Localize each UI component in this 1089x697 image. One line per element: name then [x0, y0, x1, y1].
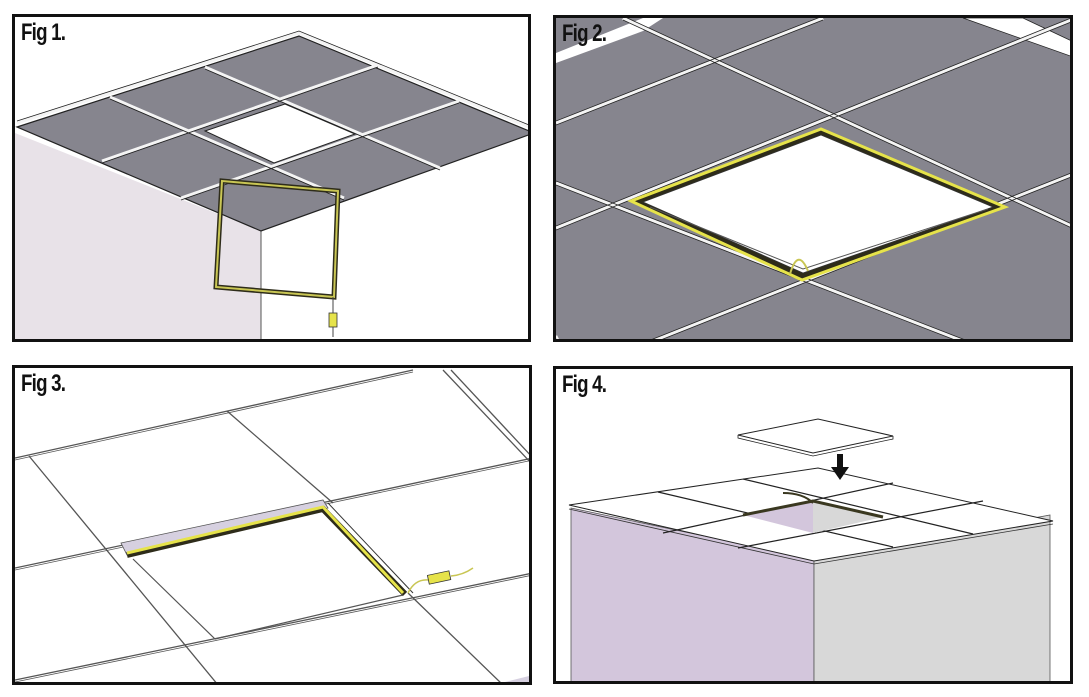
figure-1-panel: Fig 1. — [12, 14, 531, 342]
figure-3-label: Fig 3. — [21, 370, 66, 397]
power-cable — [789, 258, 809, 275]
figure-2-illustration — [556, 18, 1070, 339]
figure-1-label: Fig 1. — [21, 19, 66, 46]
figure-2-label: Fig 2. — [562, 20, 607, 47]
figure-3-panel: Fig 3. — [12, 365, 532, 685]
led-panel — [641, 134, 995, 274]
ceiling-opening — [203, 103, 357, 164]
figure-4-label: Fig 4. — [562, 371, 607, 398]
figure-2-panel: Fig 2. — [553, 15, 1073, 342]
wall-left — [15, 133, 261, 339]
figure-3-illustration — [15, 369, 529, 682]
figure-4-illustration — [568, 418, 1054, 681]
down-arrow-icon — [831, 454, 849, 480]
figure-1-illustration — [15, 30, 528, 339]
mounting-frame — [742, 499, 884, 519]
ceiling-tile — [737, 418, 894, 454]
figure-4-panel: Fig 4. — [553, 366, 1073, 684]
led-driver — [328, 312, 338, 328]
led-driver — [426, 570, 452, 585]
power-cable — [782, 492, 814, 504]
